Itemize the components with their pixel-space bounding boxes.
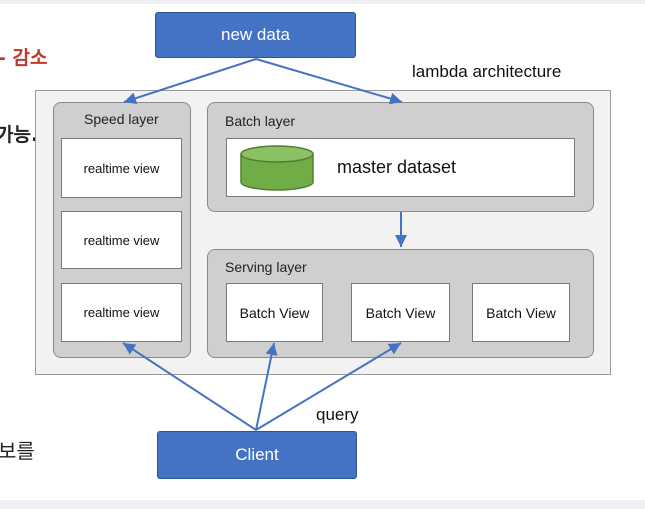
- speed-layer-title: Speed layer: [84, 111, 159, 127]
- side-text-line-3: 보를: [0, 439, 35, 463]
- query-label: query: [316, 405, 359, 424]
- new-data-label: new data: [221, 25, 290, 44]
- batch-layer-title: Batch layer: [225, 113, 296, 129]
- top-edge: [0, 0, 645, 4]
- batch-view-1: Batch View: [226, 283, 323, 342]
- client-box: Client: [157, 431, 357, 479]
- batch-view-2: Batch View: [351, 283, 450, 342]
- realtime-view-3: realtime view: [61, 283, 182, 342]
- client-label: Client: [235, 445, 279, 464]
- architecture-label: lambda architecture: [412, 62, 562, 81]
- realtime-view-1: realtime view: [61, 138, 182, 198]
- bottom-edge: [0, 500, 645, 509]
- master-dataset-label: master dataset: [337, 157, 457, 177]
- realtime-view-2: realtime view: [61, 211, 182, 269]
- serving-layer-title: Serving layer: [225, 259, 307, 275]
- master-dataset-box: master dataset: [226, 138, 575, 197]
- side-text-line-1: - 감소: [0, 47, 48, 69]
- new-data-box: new data: [155, 12, 356, 58]
- side-text-line-2: 가능.: [0, 124, 39, 146]
- database-icon: [240, 144, 314, 191]
- batch-view-3: Batch View: [472, 283, 570, 342]
